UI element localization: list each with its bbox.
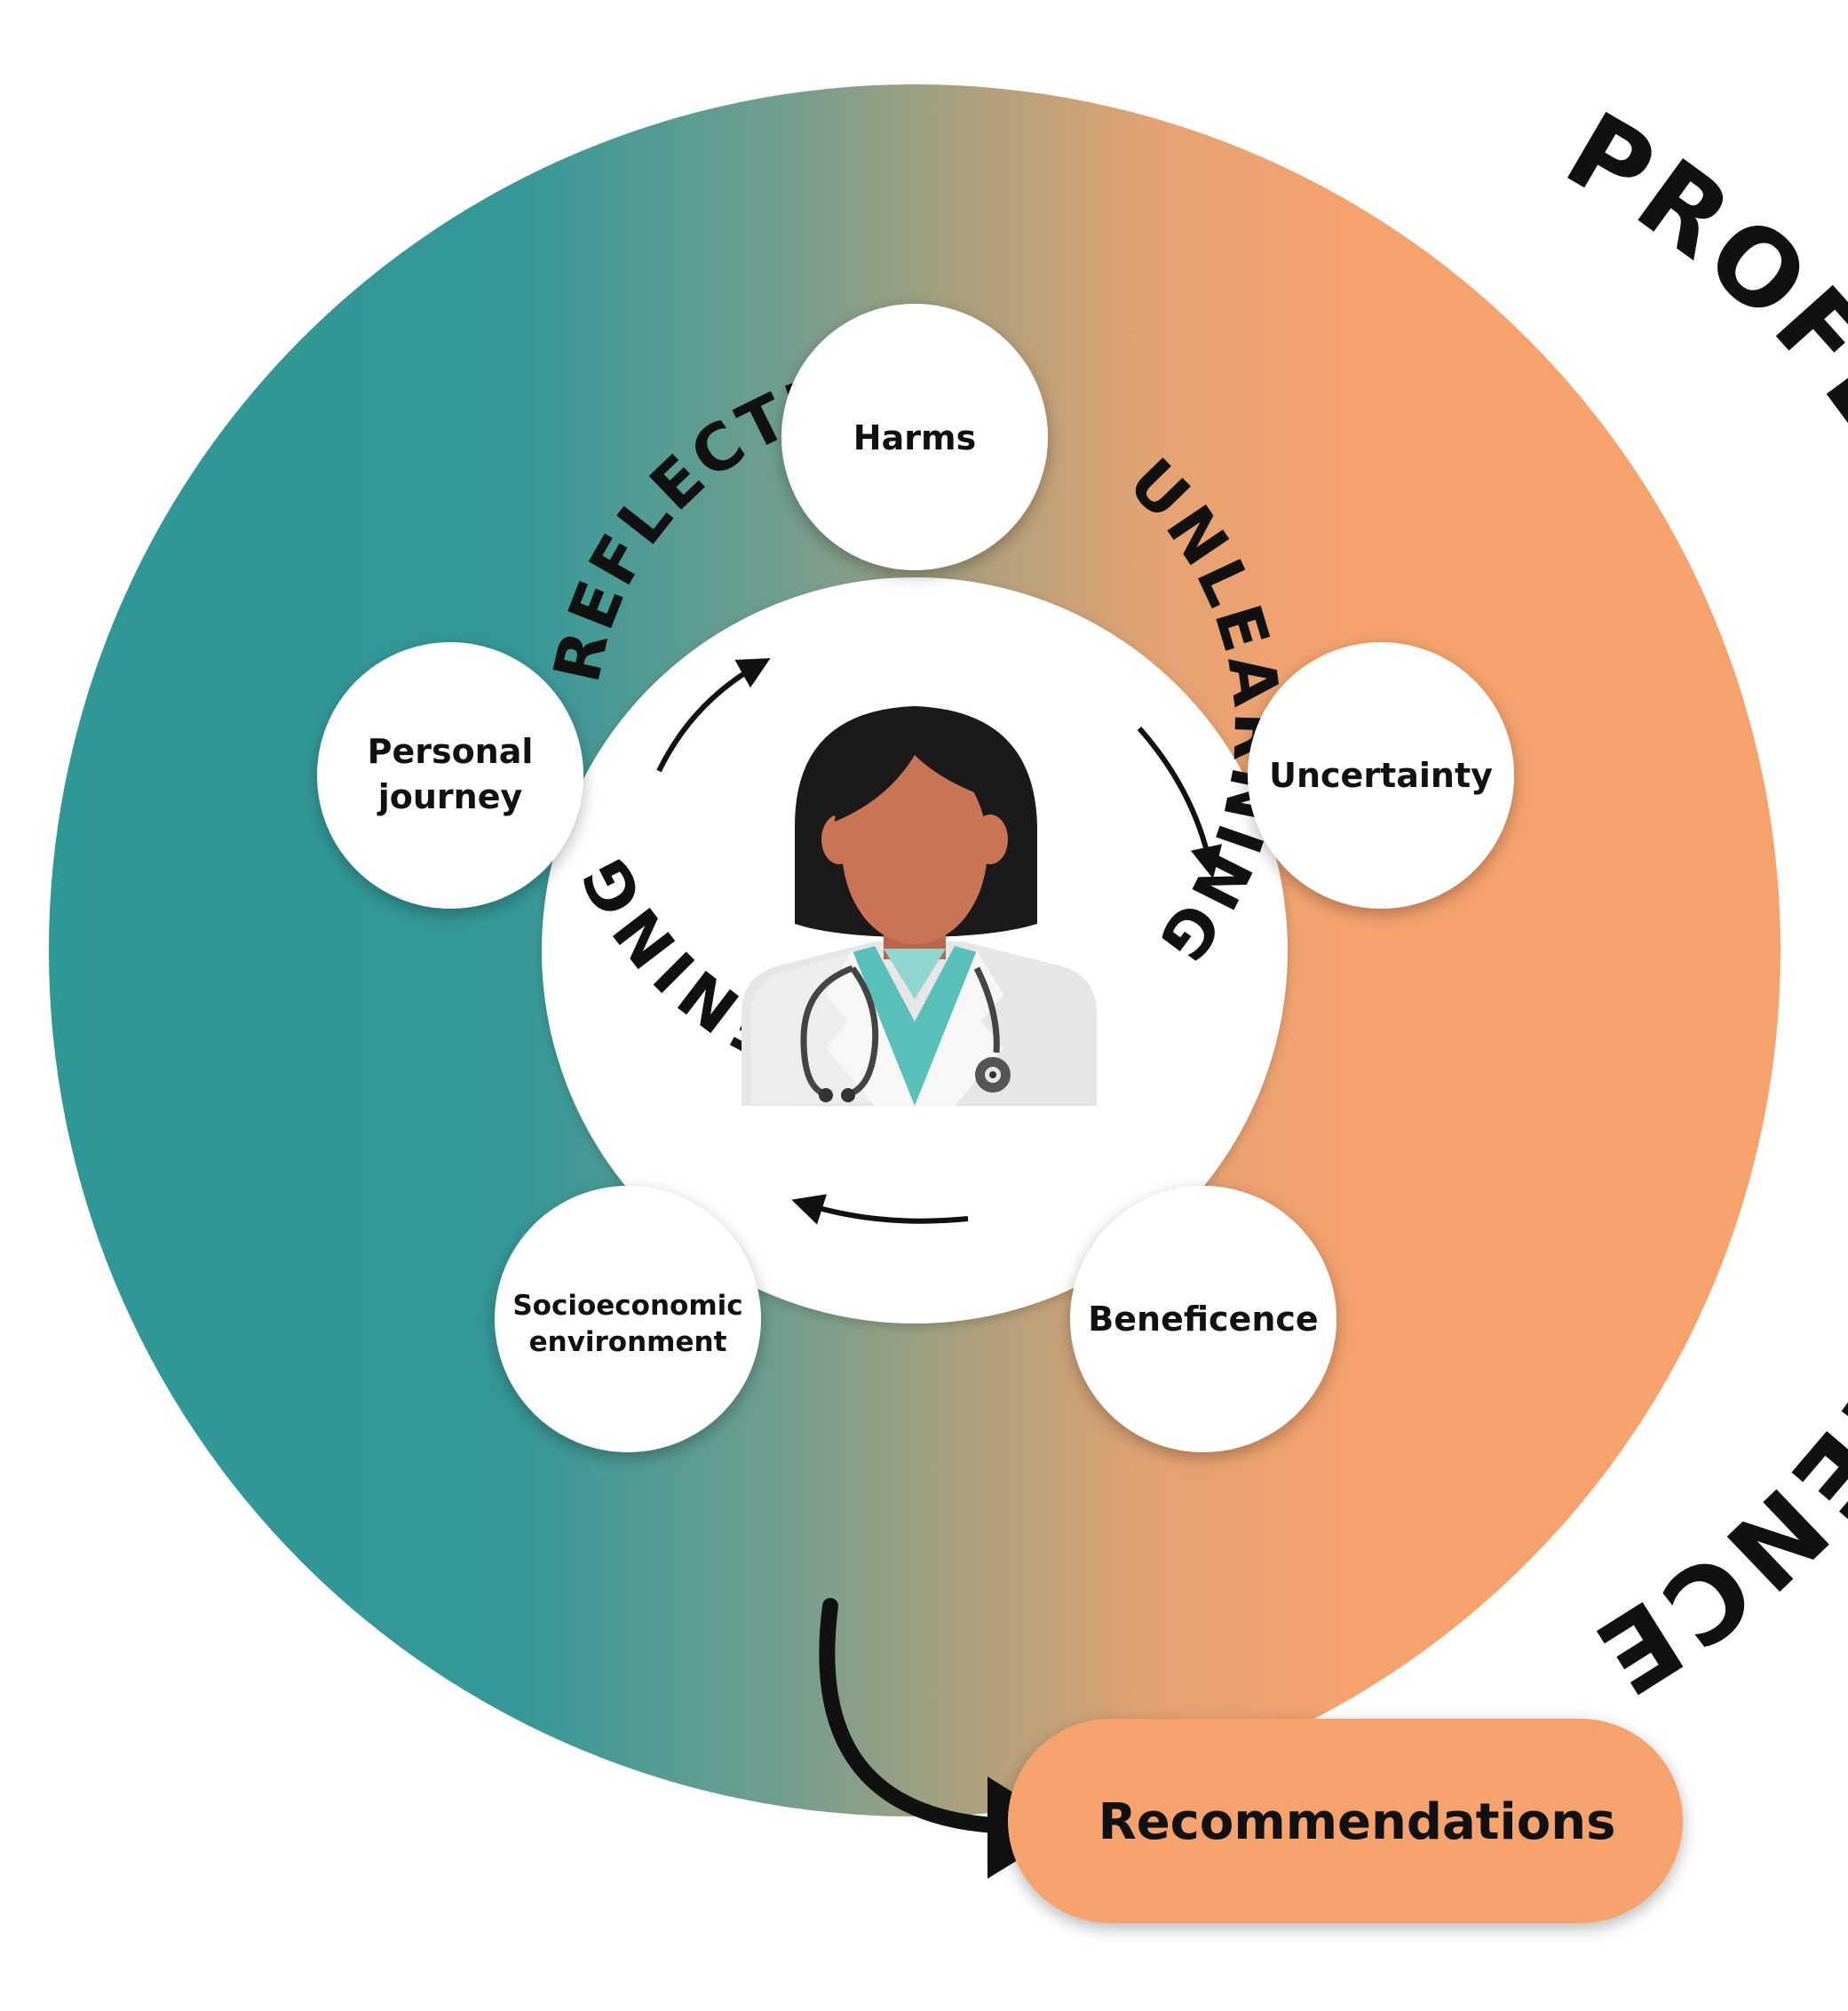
stethoscope-tube xyxy=(800,965,879,1098)
arrow-unlearning-to-listening xyxy=(656,657,771,773)
doctor-ear-right xyxy=(972,815,1008,864)
node-personal-journey: Personal journey xyxy=(317,642,583,909)
recommendations-label: Recommendations xyxy=(1098,1793,1616,1851)
node-socioeconomic-label-line1: Socioeconomic xyxy=(512,1290,742,1322)
doctor-icon xyxy=(742,706,1097,1106)
node-personal-label-line2: journey xyxy=(377,777,523,816)
recommendations-box: Recommendations xyxy=(1008,1719,1683,1923)
node-socioeconomic-label-line2: environment xyxy=(529,1326,727,1358)
doctor-scrubs-v xyxy=(884,949,946,999)
arrow-reflecting-to-unlearning xyxy=(791,1194,969,1225)
node-uncertainty: Uncertainty xyxy=(1248,642,1514,909)
node-harms: Harms xyxy=(781,304,1048,570)
arrow-listening-to-reflecting xyxy=(1137,727,1223,879)
stethoscope-tube-right xyxy=(973,966,1000,1053)
node-socioeconomic: Socioeconomic environment xyxy=(495,1186,761,1452)
node-beneficence: Beneficence xyxy=(1070,1186,1336,1452)
stethoscope-earpiece-2 xyxy=(841,1088,855,1102)
node-uncertainty-label: Uncertainty xyxy=(1269,756,1493,795)
node-harms-label: Harms xyxy=(853,418,976,457)
node-personal-label-line1: Personal xyxy=(368,732,534,771)
arrow-to-recommendations xyxy=(819,1598,1003,1833)
stethoscope-earpiece-1 xyxy=(819,1088,833,1102)
doctor-lapel-left xyxy=(826,950,915,1106)
stethoscope-chestpiece-center xyxy=(989,1071,996,1078)
doctor-face xyxy=(842,752,987,944)
doctor-ear-left xyxy=(821,815,857,864)
doctor-hair-fringe xyxy=(835,733,993,822)
node-beneficence-label: Beneficence xyxy=(1088,1300,1318,1339)
